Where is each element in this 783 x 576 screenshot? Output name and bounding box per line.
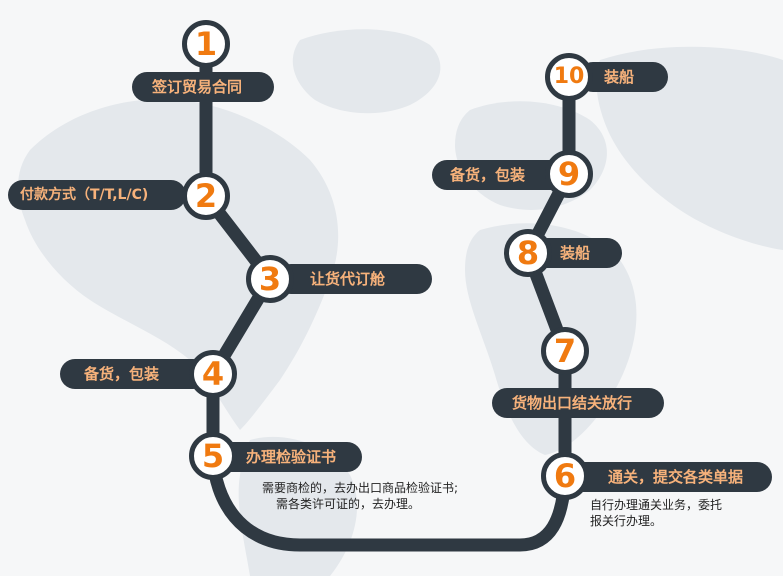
step-label-3: 让货代订舱 — [276, 264, 432, 294]
step-label-4: 备货，包装 — [60, 359, 208, 389]
customs-note-line-1: 自行办理通关业务，委托 — [590, 498, 723, 512]
step-number-3: 3 — [246, 255, 294, 303]
step-label-9: 备货，包装 — [432, 160, 566, 190]
step-label-1: 签订贸易合同 — [132, 72, 274, 102]
step-number-9: 9 — [545, 150, 593, 198]
map-landmass-asia — [596, 46, 783, 251]
customs-note-line-2: 报关行办理。 — [590, 514, 663, 528]
step-number-5: 5 — [189, 432, 237, 480]
step-label-7: 货物出口结关放行 — [492, 388, 664, 418]
step-label-10: 装船 — [578, 62, 668, 92]
step-number-1: 1 — [182, 20, 230, 68]
step-number-4: 4 — [189, 350, 237, 398]
step-number-6: 6 — [541, 452, 589, 500]
step-number-10: 10 — [545, 53, 593, 101]
customs-note: 自行办理通关业务，委托 报关行办理。 — [590, 497, 722, 529]
inspection-note: 需要商检的，去办出口商品检验证书; 需各类许可证的，去办理。 — [262, 480, 458, 512]
inspection-note-line-2: 需各类许可证的，去办理。 — [276, 497, 421, 511]
step-number-8: 8 — [504, 229, 552, 277]
map-landmass-greenland — [292, 29, 441, 114]
step-number-7: 7 — [541, 327, 589, 375]
step-label-6: 通关，提交各类单据 — [568, 462, 772, 492]
step-label-2: 付款方式（T/T,L/C) — [8, 180, 186, 210]
inspection-note-line-1: 需要商检的，去办出口商品检验证书; — [262, 481, 459, 495]
step-number-2: 2 — [182, 172, 230, 220]
